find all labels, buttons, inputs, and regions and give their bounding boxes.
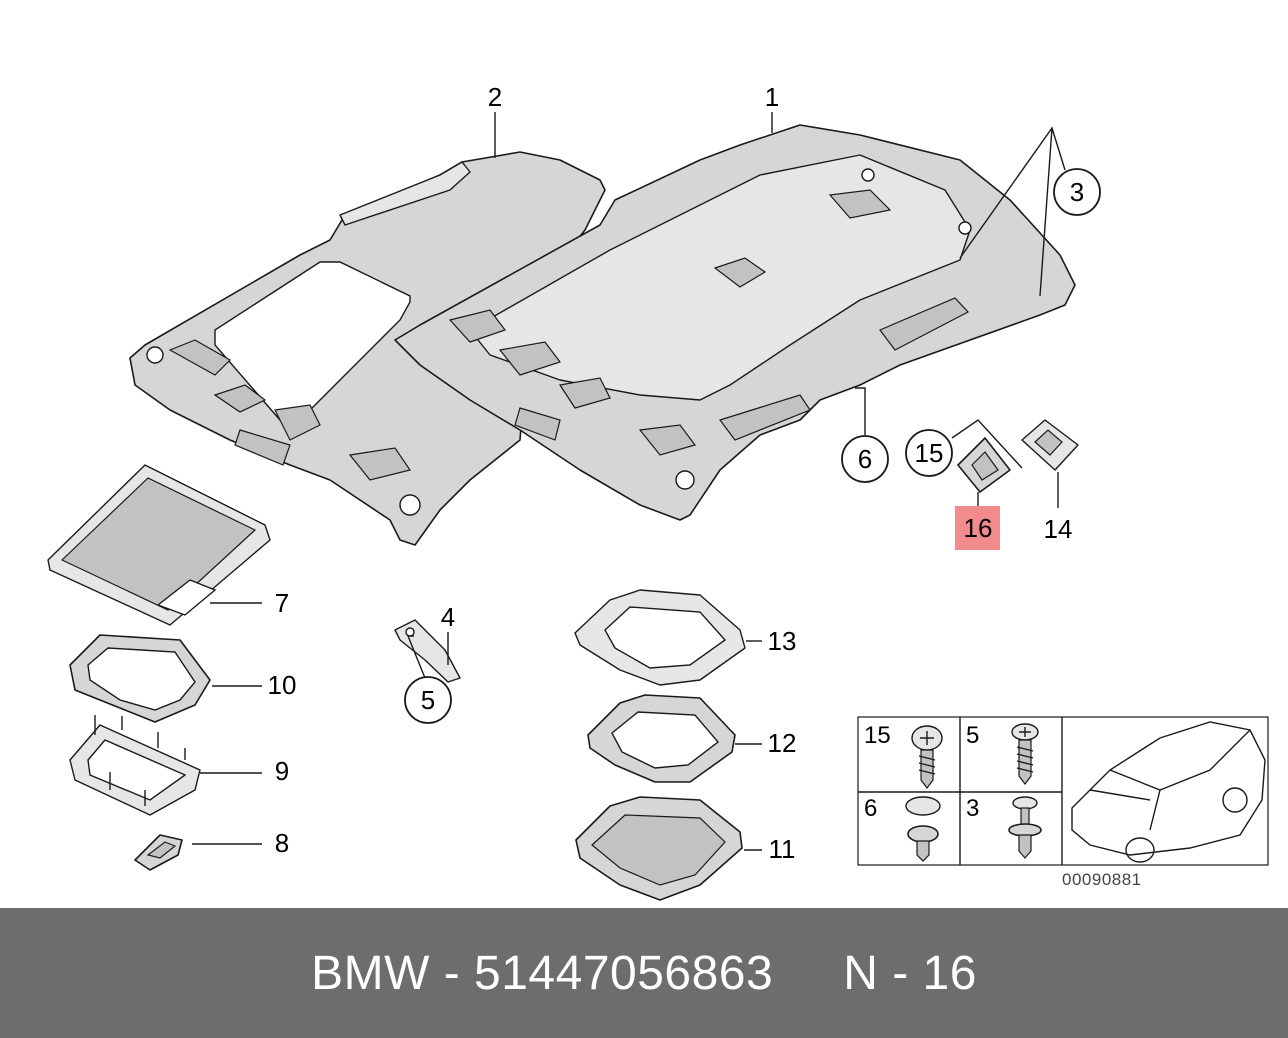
callout-13: 13 bbox=[768, 626, 797, 656]
clip-6-icon bbox=[905, 796, 941, 862]
callout-2: 2 bbox=[488, 82, 502, 112]
inset-label-15: 15 bbox=[864, 722, 891, 749]
fastener-inset: 15 5 6 3 bbox=[857, 716, 1269, 889]
clip-3-icon bbox=[1008, 796, 1042, 859]
parts-diagram: 1 2 4 7 10 9 8 13 12 11 14 3 6 15 5 16 1… bbox=[47, 82, 1269, 901]
part-12-frame bbox=[587, 694, 762, 783]
part-8-clip bbox=[134, 834, 262, 871]
part-14-switch bbox=[1021, 419, 1079, 508]
part-7-cover bbox=[47, 464, 271, 626]
inset-label-6: 6 bbox=[864, 795, 877, 822]
diagram-position: N - 16 bbox=[843, 946, 977, 1000]
inset-label-3: 3 bbox=[966, 795, 979, 822]
callout-10: 10 bbox=[268, 670, 297, 700]
callout-4: 4 bbox=[441, 602, 455, 632]
callout-16: 16 bbox=[964, 513, 993, 543]
leader-lines bbox=[406, 112, 1066, 679]
headliner-part-2 bbox=[129, 151, 606, 546]
car-outline-icon bbox=[1071, 721, 1266, 863]
screw-15-icon bbox=[911, 725, 943, 789]
callout-14: 14 bbox=[1044, 514, 1073, 544]
part-11-housing bbox=[575, 796, 762, 901]
screw-5-icon bbox=[1011, 723, 1039, 785]
inset-label-5: 5 bbox=[966, 722, 979, 749]
part-13-gasket bbox=[574, 589, 762, 686]
highlight-box bbox=[955, 506, 1000, 550]
headliner-part-1 bbox=[394, 124, 1076, 521]
callout-8: 8 bbox=[275, 828, 289, 858]
callout-6: 6 bbox=[858, 444, 872, 474]
part-9-frame bbox=[69, 715, 262, 816]
callout-9: 9 bbox=[275, 756, 289, 786]
callout-7: 7 bbox=[275, 588, 289, 618]
part-16-cap bbox=[957, 437, 1011, 508]
callout-11: 11 bbox=[769, 834, 796, 864]
callout-1: 1 bbox=[765, 82, 779, 112]
callout-12: 12 bbox=[768, 728, 797, 758]
callout-15: 15 bbox=[915, 438, 944, 468]
footer-banner: BMW - 51447056863 N - 16 bbox=[0, 908, 1288, 1038]
brand-part-number: BMW - 51447056863 bbox=[311, 946, 774, 1000]
part-10-gasket bbox=[69, 634, 262, 723]
callout-5: 5 bbox=[421, 685, 435, 715]
diagram-reference-code: 00090881 bbox=[1062, 870, 1142, 889]
callout-3: 3 bbox=[1070, 177, 1084, 207]
